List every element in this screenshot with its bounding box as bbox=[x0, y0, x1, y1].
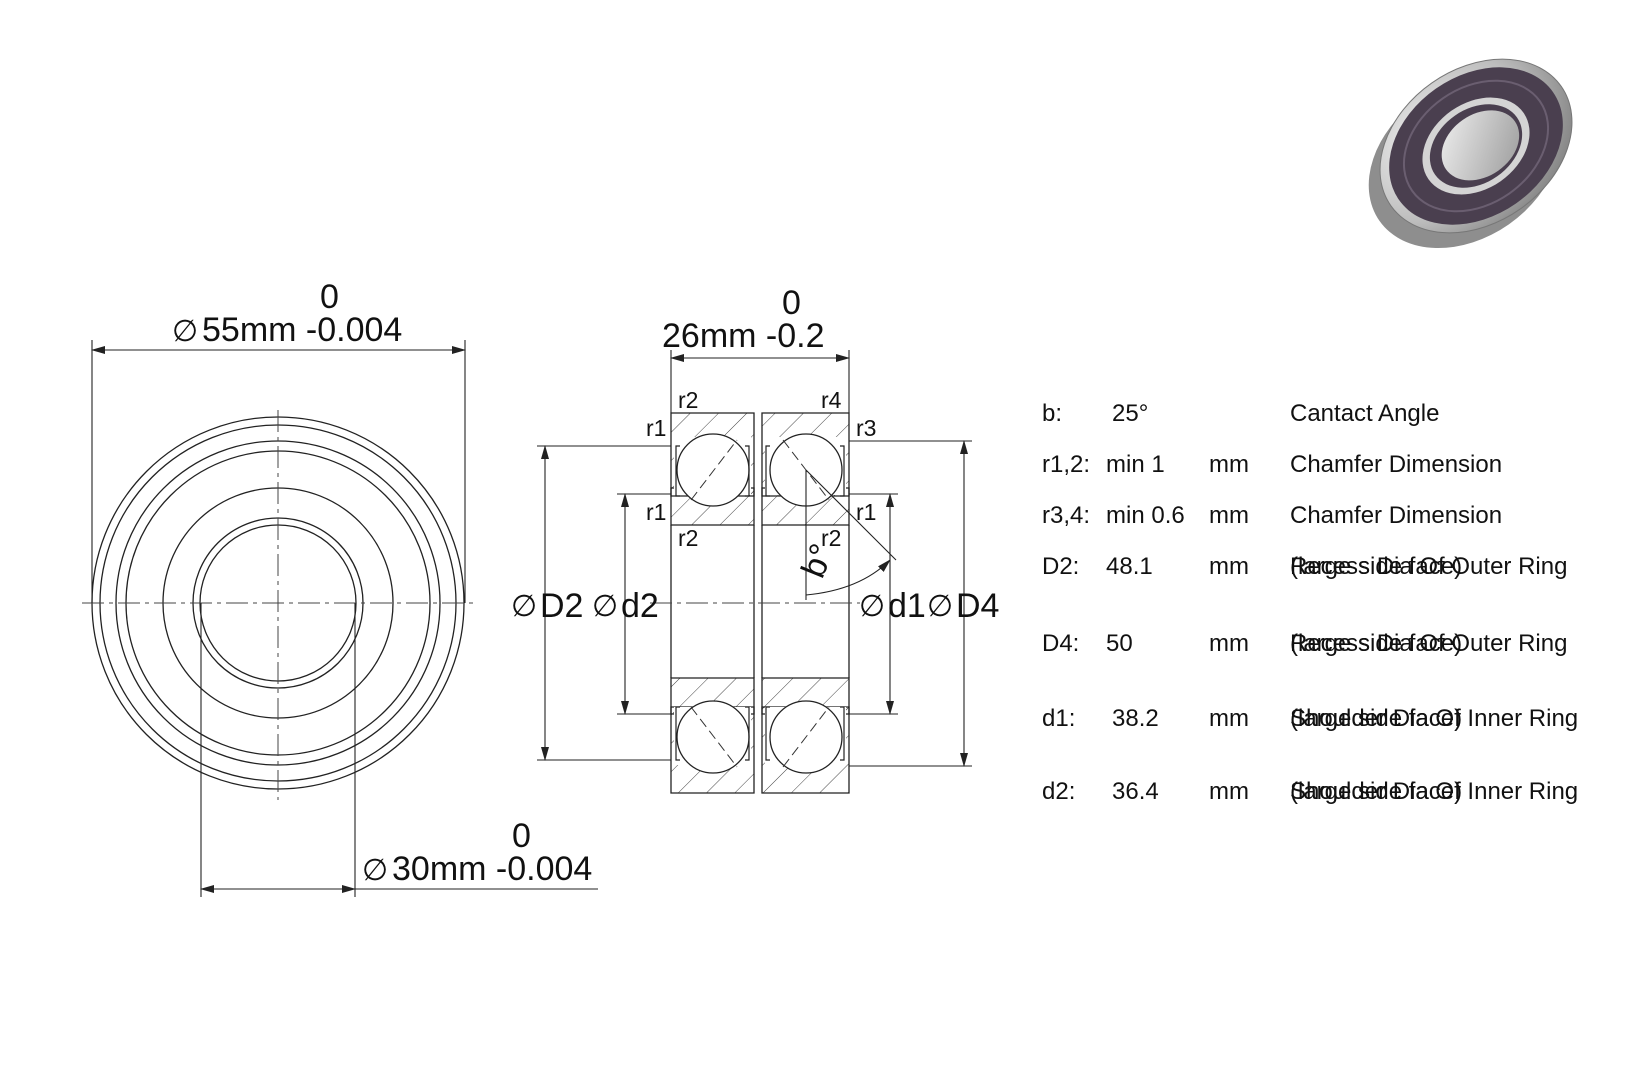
inner-dia-label: 30mm -0.004 bbox=[392, 850, 592, 888]
label-D2: D2 bbox=[540, 587, 583, 625]
label-d2: d2 bbox=[621, 587, 659, 625]
width-tol-upper: 0 bbox=[782, 284, 801, 322]
spec-label: D2: bbox=[1042, 553, 1080, 580]
spec-value: 50 bbox=[1106, 630, 1133, 657]
section-view bbox=[650, 412, 897, 794]
ball-top-left bbox=[676, 433, 750, 507]
diameter-symbol: ∅ bbox=[362, 853, 388, 888]
spec-desc-line2: (large side face) bbox=[1290, 778, 1463, 805]
label-r2-top-left: r2 bbox=[678, 387, 698, 413]
front-centerlines bbox=[82, 410, 476, 800]
spec-unit: mm bbox=[1209, 630, 1249, 657]
spec-value: min 1 bbox=[1106, 451, 1165, 478]
spec-value: min 0.6 bbox=[1106, 502, 1185, 529]
diameter-symbol: ∅ bbox=[859, 589, 885, 624]
spec-desc-line1: Shoulder Dia Of Inner Ring bbox=[1290, 705, 1579, 732]
label-d1: d1 bbox=[888, 587, 926, 625]
spec-value: 48.1 bbox=[1106, 553, 1153, 580]
ball-bottom-left bbox=[676, 700, 750, 774]
spec-desc-line1: Shoulder Dia Of Inner Ring bbox=[1290, 778, 1579, 805]
spec-unit: mm bbox=[1209, 553, 1249, 580]
label-D4: D4 bbox=[956, 587, 999, 625]
spec-unit: mm bbox=[1209, 705, 1249, 732]
spec-value: 25° bbox=[1112, 400, 1149, 427]
spec-unit: mm bbox=[1209, 451, 1249, 478]
spec-desc-line2: (large side face) bbox=[1290, 630, 1463, 657]
bearing-3d-icon bbox=[1368, 58, 1573, 249]
spec-value: 38.2 bbox=[1112, 705, 1159, 732]
label-r2-mid-left: r2 bbox=[678, 525, 698, 551]
width-label: 26mm -0.2 bbox=[662, 317, 825, 355]
label-r1-top-left: r1 bbox=[646, 415, 666, 441]
width-dimension bbox=[670, 350, 850, 413]
spec-desc-line2: (large side face) bbox=[1290, 705, 1463, 732]
spec-value: 36.4 bbox=[1112, 778, 1159, 805]
diameter-symbol: ∅ bbox=[511, 589, 537, 624]
outer-dia-label: 55mm -0.004 bbox=[202, 311, 402, 349]
diameter-symbol: ∅ bbox=[592, 589, 618, 624]
spec-label: d2: bbox=[1042, 778, 1076, 805]
spec-unit: mm bbox=[1209, 502, 1249, 529]
label-r1-mid-right: r1 bbox=[856, 499, 876, 525]
d2-dimensions bbox=[537, 445, 671, 761]
diameter-symbol: ∅ bbox=[927, 589, 953, 624]
spec-desc: Cantact Angle bbox=[1290, 400, 1440, 427]
label-r4-top-right: r4 bbox=[821, 387, 842, 413]
spec-unit: mm bbox=[1209, 778, 1249, 805]
label-r3-top-right: r3 bbox=[856, 415, 876, 441]
inner-dia-tol-upper: 0 bbox=[512, 817, 531, 855]
spec-label: r1,2: bbox=[1042, 451, 1091, 478]
spec-desc-line1: Recess Dia Of Outer Ring bbox=[1290, 630, 1568, 657]
outer-dia-tol-upper: 0 bbox=[320, 278, 339, 316]
diameter-symbol: ∅ bbox=[172, 314, 198, 349]
spec-label: r3,4: bbox=[1042, 502, 1091, 529]
spec-desc: Chamfer Dimension bbox=[1290, 502, 1503, 529]
spec-label: D4: bbox=[1042, 630, 1080, 657]
spec-desc-line1: Recess Dia Of Outer Ring bbox=[1290, 553, 1568, 580]
outer-dia-dimension bbox=[91, 340, 466, 603]
inner-dia-dimension bbox=[200, 603, 598, 897]
d1-dimensions bbox=[849, 440, 972, 767]
spec-label: d1: bbox=[1042, 705, 1076, 732]
spec-desc-line2: (large side face) bbox=[1290, 553, 1463, 580]
label-r1-mid-left: r1 bbox=[646, 499, 666, 525]
label-r2-mid-right: r2 bbox=[821, 525, 841, 551]
spec-desc: Chamfer Dimension bbox=[1290, 451, 1503, 478]
spec-label: b: bbox=[1042, 400, 1063, 427]
